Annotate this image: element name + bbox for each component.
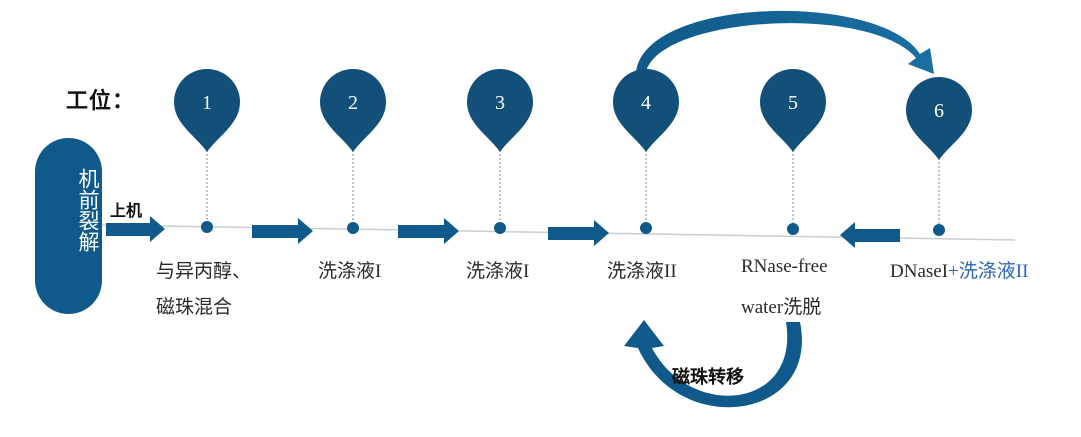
timeline-dot-4	[640, 222, 652, 234]
bead-transfer-label: 磁珠转移	[672, 367, 744, 388]
station-number-4: 4	[641, 92, 651, 114]
pre-lysis-box: 机前裂解	[35, 138, 102, 314]
timeline-dot-6	[933, 224, 945, 236]
timeline-dot-2	[347, 222, 359, 234]
load-label: 上机	[110, 201, 143, 220]
station-number-6: 6	[934, 100, 944, 122]
station-marker-1	[174, 69, 240, 152]
station-5-label-line1: RNase-free	[741, 256, 828, 277]
top-curved-arrow	[636, 10, 934, 74]
station-number-5: 5	[788, 92, 798, 114]
flow-arrow-load	[106, 216, 165, 242]
station-6-label: DNaseI+洗涤液II	[890, 256, 1028, 283]
station-number-2: 2	[348, 92, 358, 114]
timeline-dot-5	[787, 223, 799, 235]
flow-arrow-3-4	[548, 220, 609, 246]
station-6-label-main: DNaseI	[890, 261, 949, 282]
station-2-label: 洗涤液I	[318, 261, 382, 282]
station-number-3: 3	[495, 92, 505, 114]
station-heading: 工位：	[66, 89, 136, 114]
station-number-1: 1	[202, 92, 212, 114]
station-marker-2	[320, 69, 386, 152]
station-marker-5	[760, 69, 826, 152]
pre-lysis-label: 机前裂解	[76, 168, 100, 252]
station-6-label-extra: +洗涤液II	[948, 261, 1029, 282]
flow-arrow-2-3	[398, 218, 459, 244]
station-marker-6	[906, 77, 972, 160]
station-5-label-line2: water洗脱	[741, 297, 822, 318]
station-marker-3	[467, 69, 533, 152]
timeline-dot-3	[494, 222, 506, 234]
station-1-label-line2: 磁珠混合	[156, 297, 233, 318]
station-3-label: 洗涤液I	[466, 261, 530, 282]
station-1-label-line1: 与异丙醇、	[156, 261, 252, 282]
bottom-curved-arrow	[624, 320, 802, 408]
timeline-dot-1	[201, 221, 213, 233]
station-4-label: 洗涤液II	[607, 261, 677, 282]
flow-arrow-6-5	[840, 222, 900, 248]
flow-arrow-1-2	[252, 218, 313, 244]
station-marker-4	[613, 69, 679, 152]
